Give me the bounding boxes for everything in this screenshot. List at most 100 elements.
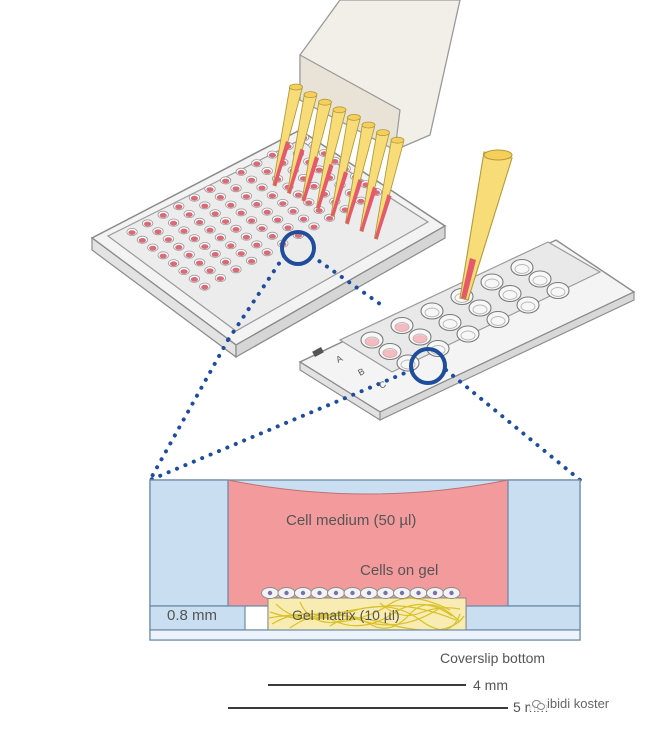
- plate-well-content: [206, 228, 213, 233]
- plate-well-content: [357, 199, 364, 204]
- plate-well-content: [196, 220, 203, 225]
- plate-well-content: [222, 179, 229, 184]
- plate-well-content: [274, 218, 281, 223]
- pipette-tip-collar: [319, 99, 332, 105]
- plate-well-content: [160, 213, 167, 218]
- plate-well-content: [191, 196, 198, 201]
- plate-well-content: [170, 221, 177, 226]
- label-gel-matrix: Gel matrix (10 µl): [292, 607, 400, 623]
- cell-nucleus: [400, 591, 404, 595]
- plate-well-content: [222, 219, 229, 224]
- plate-well-content: [165, 237, 172, 242]
- plate-well-content: [305, 200, 312, 205]
- plate-well-content: [175, 245, 182, 250]
- plate-well-content: [201, 244, 208, 249]
- plate-well-content: [217, 276, 224, 281]
- chat-bubbles-icon: [532, 699, 544, 709]
- plate-well-content: [238, 211, 245, 216]
- cell-nucleus: [334, 591, 338, 595]
- plate-well-content: [290, 209, 297, 214]
- pipette-tip-collar: [304, 92, 317, 98]
- plate-well-content: [232, 227, 239, 232]
- plate-well-content: [258, 186, 265, 191]
- plate-well-content: [264, 210, 271, 215]
- plate-well-content: [232, 268, 239, 273]
- plate-well-content: [264, 169, 271, 174]
- slide-well-medium: [383, 350, 397, 358]
- plate-well-content: [144, 222, 151, 227]
- plate-well-content: [316, 168, 323, 173]
- plate-well-content: [253, 202, 260, 207]
- plate-well-content: [279, 201, 286, 206]
- plate-well-content: [253, 161, 260, 166]
- coverslip: [150, 630, 580, 640]
- cell-nucleus: [433, 591, 437, 595]
- slide-well-medium: [365, 338, 379, 346]
- plate-well-content: [154, 229, 161, 234]
- pipette-tip-collar: [362, 122, 375, 128]
- label-cells-on-gel: Cells on gel: [360, 562, 438, 579]
- plate-well-content: [206, 268, 213, 273]
- watermark: ibidi koster: [530, 696, 611, 711]
- pipette-tip-collar: [290, 84, 303, 90]
- plate-well-content: [206, 187, 213, 192]
- plate-well-content: [248, 178, 255, 183]
- plate-well-content: [217, 195, 224, 200]
- cell-nucleus: [268, 591, 272, 595]
- plate-well-content: [160, 254, 167, 259]
- cell-nucleus: [301, 591, 305, 595]
- plate-well-content: [227, 243, 234, 248]
- cell-nucleus: [449, 591, 453, 595]
- plate-well-content: [248, 218, 255, 223]
- plate-well-content: [284, 225, 291, 230]
- pipette-tip-collar: [348, 114, 361, 120]
- plate-well-content: [191, 277, 198, 282]
- label-wall-height: 0.8 mm: [167, 607, 217, 624]
- plate-well-content: [269, 234, 276, 239]
- plate-well-content: [310, 225, 317, 230]
- plate-well-content: [186, 212, 193, 217]
- plate-well-content: [191, 236, 198, 241]
- plate-well-content: [212, 252, 219, 257]
- plate-well-content: [269, 193, 276, 198]
- plate-well-content: [139, 238, 146, 243]
- plate-well-content: [201, 285, 208, 290]
- plate-well-content: [310, 184, 317, 189]
- plate-well-content: [300, 217, 307, 222]
- plate-well-content: [212, 211, 219, 216]
- plate-well-content: [258, 226, 265, 231]
- label-scale-4mm: 4 mm: [473, 677, 508, 693]
- plate-well-content: [227, 203, 234, 208]
- plate-well-content: [269, 153, 276, 158]
- plate-well-content: [186, 253, 193, 258]
- cell-nucleus: [383, 591, 387, 595]
- plate-well-content: [149, 246, 156, 251]
- label-coverslip-bottom: Coverslip bottom: [440, 650, 545, 666]
- plate-well-content: [170, 261, 177, 266]
- pipette-tip-collar: [391, 137, 404, 143]
- plate-well-content: [238, 170, 245, 175]
- slide-well-medium: [413, 335, 427, 343]
- plate-well-content: [243, 194, 250, 199]
- pipette-tip-collar: [377, 130, 390, 136]
- cell-nucleus: [284, 591, 288, 595]
- cell-nucleus: [317, 591, 321, 595]
- plate-well-content: [295, 193, 302, 198]
- plate-well-content: [326, 216, 333, 221]
- plate-well-content: [238, 251, 245, 256]
- plate-well-content: [217, 236, 224, 241]
- slide-well-medium: [395, 324, 409, 332]
- cell-nucleus: [416, 591, 420, 595]
- plate-well-content: [180, 229, 187, 234]
- pipette-tip-collar: [333, 107, 346, 113]
- plate-well-content: [196, 261, 203, 266]
- watermark-text: ibidi koster: [547, 696, 609, 711]
- plate-well-content: [248, 259, 255, 264]
- label-cell-medium: Cell medium (50 µl): [286, 512, 416, 529]
- plate-well-content: [232, 186, 239, 191]
- plate-well-content: [243, 235, 250, 240]
- plate-well-content: [201, 204, 208, 209]
- plate-well-content: [253, 243, 260, 248]
